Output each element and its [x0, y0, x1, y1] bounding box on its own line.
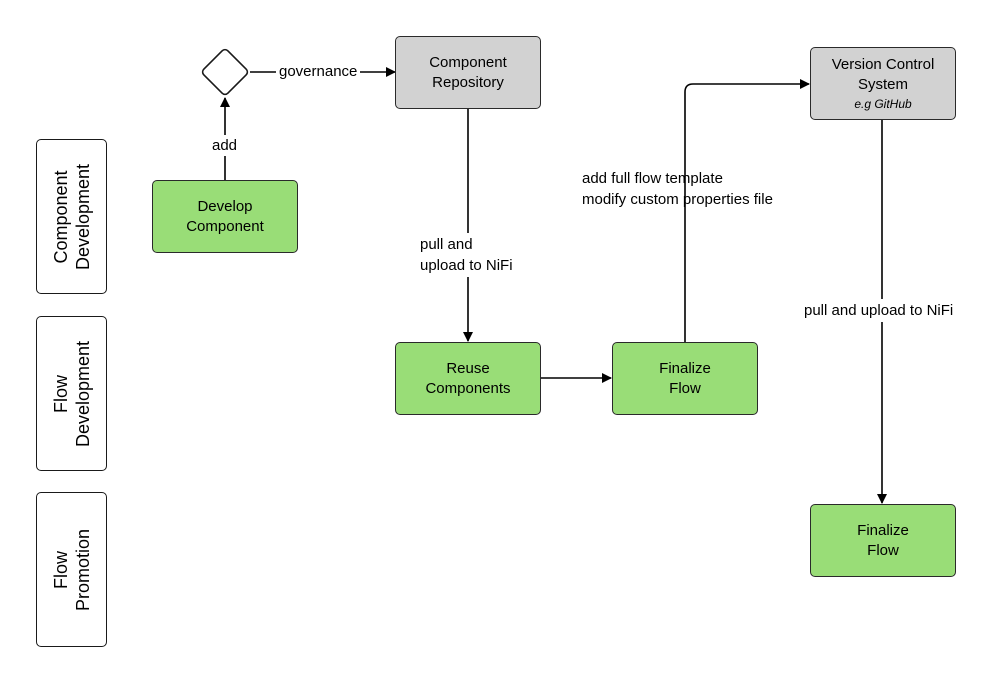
edge-add-template: [684, 79, 810, 342]
lane-label-line: Flow: [50, 374, 71, 413]
edge-label-text: pull and upload to NiFi: [804, 302, 954, 319]
node-label-line: Flow: [669, 379, 701, 397]
lane-label: Flow Promotion: [50, 495, 94, 645]
node-label-line: Component: [186, 217, 264, 235]
edge-label-line: modify custom properties file: [582, 191, 773, 208]
governance-gateway-diamond: [201, 48, 249, 96]
node-version-control-system: Version Control System e.g GitHub: [810, 47, 956, 120]
lane-label-line: Flow: [50, 550, 71, 589]
node-label-line: Repository: [432, 73, 504, 91]
lane-label-line: Development: [72, 163, 93, 270]
node-label-line: Version Control: [831, 55, 935, 73]
edge-label-governance: governance: [276, 61, 361, 82]
node-reuse-components: Reuse Components: [395, 342, 541, 415]
lane-label: Flow Development: [50, 319, 94, 469]
node-develop-component: Develop Component: [152, 180, 298, 253]
edge-label-line: add full flow template: [582, 170, 723, 187]
edge-label-add-template: add full flow template modify custom pro…: [582, 168, 773, 210]
lane-component-development: Component Development: [36, 139, 107, 294]
edge-label-pull-upload-2: pull and upload to NiFi: [802, 299, 956, 322]
edge-label-add: add: [209, 135, 241, 156]
node-component-repository: Component Repository: [395, 36, 541, 109]
node-label-line: Finalize: [659, 359, 711, 377]
node-subtitle: e.g GitHub: [854, 96, 912, 111]
node-label-line: Develop: [197, 197, 253, 215]
edge-label-line: upload to NiFi: [420, 257, 513, 274]
edge-label-text: add: [212, 137, 238, 154]
lane-label-line: Development: [72, 340, 93, 447]
edge-label-text: governance: [279, 63, 358, 80]
node-finalize-flow-promotion: Finalize Flow: [810, 504, 956, 577]
node-finalize-flow-development: Finalize Flow: [612, 342, 758, 415]
edge-label-pull-upload-1: pull and upload to NiFi: [418, 233, 515, 277]
node-label-line: Component: [429, 53, 507, 71]
edge-label-line: pull and: [420, 236, 473, 253]
node-label-line: Finalize: [857, 521, 909, 539]
lane-label: Component Development: [50, 142, 94, 292]
lane-flow-development: Flow Development: [36, 316, 107, 471]
node-label-line: Components: [425, 379, 511, 397]
lane-label-line: Promotion: [72, 528, 93, 611]
node-label-line: System: [857, 75, 908, 93]
lane-label-line: Component: [50, 169, 71, 264]
node-label-line: Flow: [867, 541, 899, 559]
lane-flow-promotion: Flow Promotion: [36, 492, 107, 647]
node-label-line: Reuse: [446, 359, 490, 377]
